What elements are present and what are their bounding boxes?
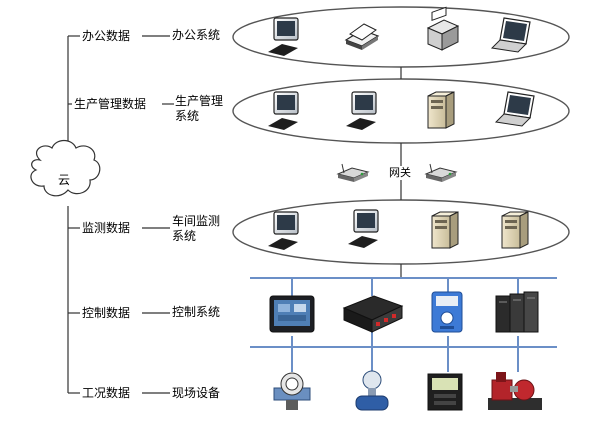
laptop-icon	[490, 17, 531, 53]
data-label-office: 办公数据	[82, 29, 131, 43]
data-label-monitoring: 监测数据	[82, 221, 131, 235]
data-label-control: 控制数据	[82, 306, 131, 320]
gateway-router-icon	[336, 163, 370, 182]
laptop-icon	[494, 91, 535, 127]
system-label-monitoring: 车间监测 系统	[172, 214, 220, 244]
wall-mounted-controller-icon	[431, 291, 463, 333]
system-label-line: 控制系统	[172, 305, 221, 319]
data-label-production: 生产管理数据	[74, 97, 147, 111]
scanner-icon	[344, 23, 380, 50]
server-rack-icon	[495, 291, 539, 333]
cloud-label: 云	[58, 173, 71, 187]
data-label-field: 工况数据	[82, 386, 131, 400]
printer-icon	[426, 6, 460, 51]
data-tree	[67, 35, 174, 394]
desktop-computer-icon	[268, 17, 299, 56]
system-label-line: 现场设备	[172, 386, 221, 400]
system-label-control: 控制系统	[172, 305, 220, 320]
system-label-line: 系统	[175, 109, 200, 123]
system-label-production: 生产管理 系统	[175, 94, 223, 124]
desktop-computer-icon	[346, 91, 377, 130]
motor-pump-icon	[488, 372, 542, 410]
plc-controller-icon	[342, 295, 404, 333]
server-tower-icon	[501, 211, 529, 249]
server-tower-icon	[427, 91, 455, 129]
system-label-office: 办公系统	[172, 28, 220, 43]
touch-panel-hmi-icon	[269, 295, 315, 333]
system-label-line: 车间监测	[172, 214, 221, 228]
server-tower-icon	[431, 211, 459, 249]
electromagnetic-flowmeter-icon	[355, 370, 389, 411]
cloud-icon	[30, 139, 101, 197]
meter-display-icon	[427, 373, 463, 411]
system-label-field: 现场设备	[172, 386, 220, 401]
desktop-computer-icon	[268, 91, 299, 130]
gateway-label: 网关	[389, 166, 411, 180]
system-label-line: 系统	[172, 229, 197, 243]
flow-meter-icon	[273, 372, 311, 410]
system-label-line: 办公系统	[172, 28, 221, 42]
gateway-router-icon	[424, 163, 458, 182]
desktop-computer-icon	[348, 209, 379, 248]
desktop-computer-icon	[268, 211, 299, 250]
system-label-line: 生产管理	[175, 94, 224, 108]
